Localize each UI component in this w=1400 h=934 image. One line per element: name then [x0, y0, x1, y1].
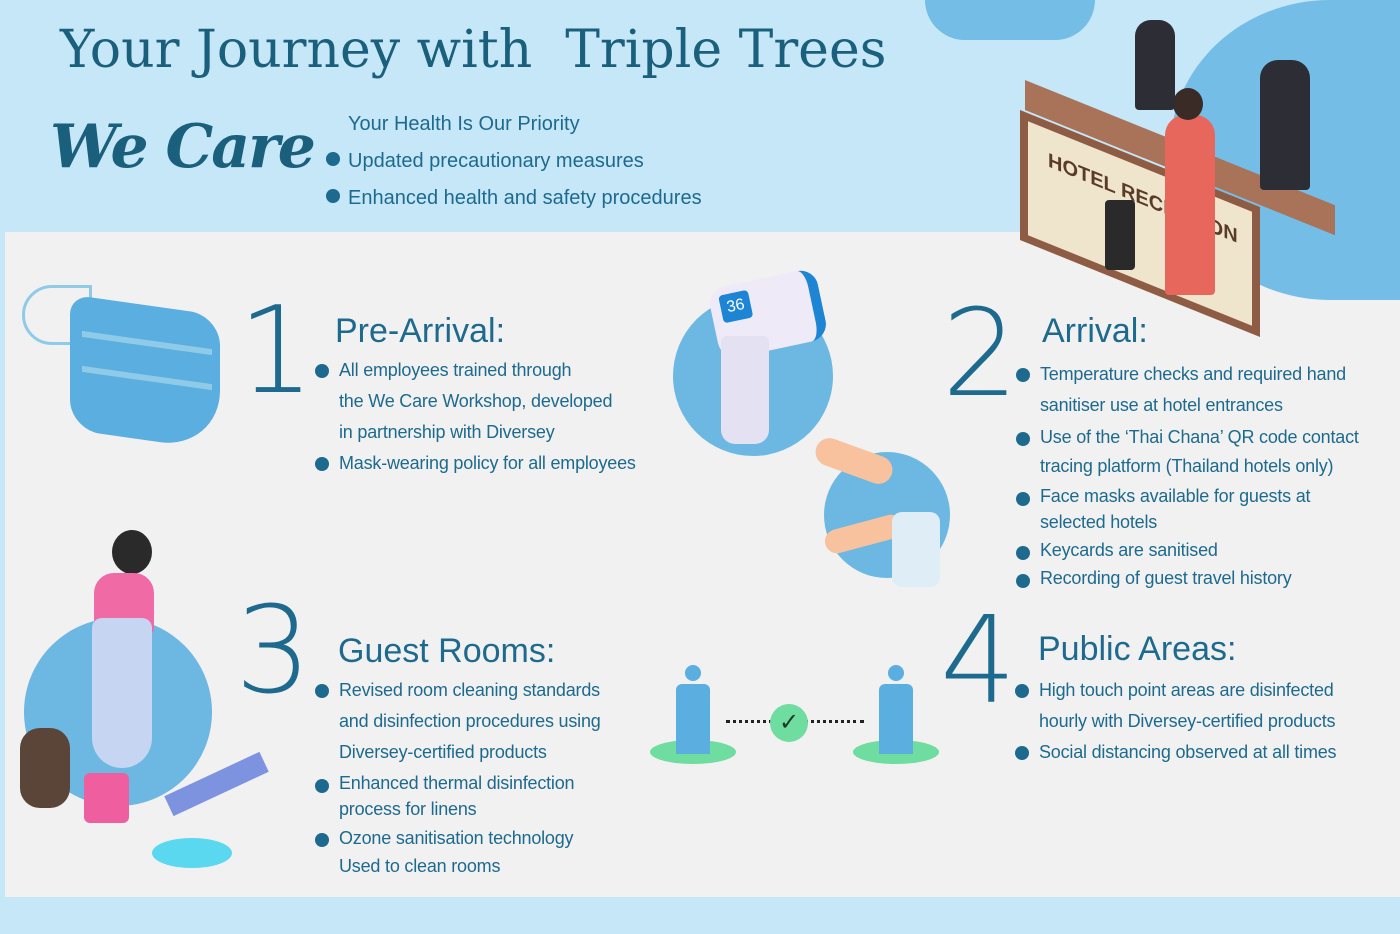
section-title: Public Areas:: [1038, 630, 1237, 668]
header-bullet: Enhanced health and safety procedures: [326, 187, 702, 210]
section-title: Pre-Arrival:: [335, 312, 506, 350]
water-puddle: [152, 838, 232, 868]
we-care-logo: We Care: [50, 112, 316, 182]
step-number: 2: [942, 285, 1019, 424]
social-distancing-illustration: ✓: [648, 660, 943, 770]
tagline: Your Health Is Our Priority: [348, 113, 580, 135]
list-item: Keycards are sanitised: [1016, 537, 1396, 563]
footer-band: [0, 897, 1400, 934]
list-item: Social distancing observed at all times: [1015, 737, 1395, 768]
page-title: Your Journey with Triple Trees: [60, 20, 887, 80]
step-number: 4: [940, 592, 1017, 731]
public-areas-list: High touch point areas are disinfected h…: [1015, 675, 1395, 768]
thermometer-illustration: 36: [673, 267, 833, 456]
hand-sanitiser-illustration: [811, 434, 950, 587]
list-item: Mask-wearing policy for all employees: [315, 448, 665, 479]
list-item: Recording of guest travel history: [1016, 565, 1396, 591]
step-number: 3: [235, 582, 312, 721]
thermometer-reading: 36: [718, 289, 754, 324]
decor-circle: [925, 0, 1095, 40]
face-mask-illustration: [22, 285, 222, 451]
housekeeper-illustration: [20, 530, 269, 823]
step-number: 1: [238, 282, 315, 421]
list-item: Ozone sanitisation technology Used to cl…: [315, 824, 645, 880]
hotel-reception-illustration: HOTEL RECEPTION: [1005, 20, 1345, 337]
check-icon: ✓: [770, 704, 808, 742]
section-title: Arrival:: [1042, 312, 1148, 350]
arrival-list: Temperature checks and required hand san…: [1016, 359, 1396, 593]
list-item: Revised room cleaning standards and disi…: [315, 675, 645, 768]
guest-rooms-list: Revised room cleaning standards and disi…: [315, 675, 645, 882]
list-item: Temperature checks and required hand san…: [1016, 359, 1396, 421]
header-bullet: Updated precautionary measures: [326, 150, 644, 173]
list-item: High touch point areas are disinfected h…: [1015, 675, 1395, 737]
section-title: Guest Rooms:: [338, 632, 556, 670]
list-item: Enhanced thermal disinfection process fo…: [315, 770, 645, 822]
list-item: Face masks available for guests at selec…: [1016, 483, 1396, 535]
pre-arrival-list: All employees trained through the We Car…: [315, 355, 665, 479]
list-item: All employees trained through the We Car…: [315, 355, 665, 448]
list-item: Use of the ‘Thai Chana’ QR code contact …: [1016, 423, 1396, 481]
